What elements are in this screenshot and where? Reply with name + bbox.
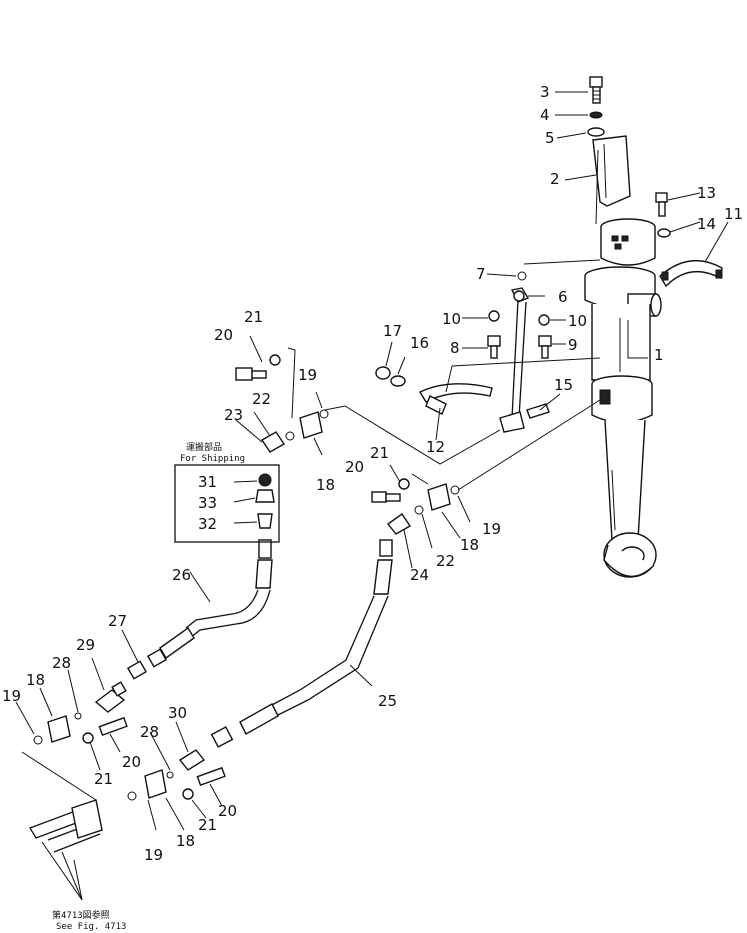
callout-19-bottom: 19 <box>144 846 163 864</box>
callout-20-upper: 20 <box>214 326 233 344</box>
clamp-bolt <box>655 192 671 238</box>
callout-25: 25 <box>378 692 397 710</box>
callout-2: 2 <box>550 170 560 188</box>
callout-6: 6 <box>558 288 568 306</box>
callout-21-upper: 21 <box>244 308 263 326</box>
callout-22-upper: 22 <box>252 390 271 408</box>
callout-16: 16 <box>410 334 429 352</box>
shipping-item-33: 33 <box>198 494 217 512</box>
callout-20-left: 20 <box>122 753 141 771</box>
callout-28-left: 28 <box>52 654 71 672</box>
shipping-title-jp: 運搬部品 <box>186 441 222 453</box>
adapter-30 <box>178 749 206 771</box>
callout-19-center: 19 <box>482 520 501 538</box>
callout-8: 8 <box>450 339 460 357</box>
callout-21-left: 21 <box>94 770 113 788</box>
callout-20-bottom: 20 <box>218 802 237 820</box>
callout-29: 29 <box>76 636 95 654</box>
pipe-tube <box>488 271 550 433</box>
callout-10-right: 10 <box>568 312 587 330</box>
bolt-8 <box>487 335 501 359</box>
callout-10-left: 10 <box>442 310 461 328</box>
hose-25 <box>210 539 393 748</box>
bracket-clamp <box>375 366 550 419</box>
callout-22-center: 22 <box>436 552 455 570</box>
pipe-to-fig-4713 <box>29 799 103 853</box>
leader-lines <box>15 91 729 901</box>
callout-18-bottom: 18 <box>176 832 195 850</box>
callout-labels: 1 2 3 4 5 6 7 8 9 10 10 11 12 13 14 15 1… <box>2 83 743 864</box>
callout-5: 5 <box>545 129 555 147</box>
callout-17: 17 <box>383 322 402 340</box>
flange-lower-center <box>371 478 460 535</box>
callout-1: 1 <box>654 346 664 364</box>
flange-upper-left <box>235 354 329 453</box>
flange-bottom-center <box>127 766 226 801</box>
reference-note-en: See Fig. 4713 <box>56 922 126 932</box>
flange-bottom-left <box>33 712 128 745</box>
callout-18-left: 18 <box>26 671 45 689</box>
callout-27: 27 <box>108 612 127 630</box>
clamp-band <box>659 259 723 288</box>
callout-21-bottom: 21 <box>198 816 217 834</box>
callout-11: 11 <box>724 205 743 223</box>
callout-28-bottom: 28 <box>140 723 159 741</box>
callout-24: 24 <box>410 566 429 584</box>
callout-26: 26 <box>172 566 191 584</box>
callout-12: 12 <box>426 438 445 456</box>
callout-15: 15 <box>554 376 573 394</box>
callout-18-upper: 18 <box>316 476 335 494</box>
callout-23: 23 <box>224 406 243 424</box>
reference-note-jp: 第4713図参照 <box>52 909 110 921</box>
callout-7: 7 <box>476 265 486 283</box>
top-bolt <box>587 76 605 137</box>
callout-30: 30 <box>168 704 187 722</box>
callout-14: 14 <box>697 215 716 233</box>
callout-18-center: 18 <box>460 536 479 554</box>
shipping-item-32: 32 <box>198 515 217 533</box>
cover-plate <box>592 135 631 225</box>
shipping-item-31: 31 <box>198 473 217 491</box>
callout-4: 4 <box>540 106 550 124</box>
callout-19-upper: 19 <box>298 366 317 384</box>
adapter-29 <box>94 681 127 713</box>
callout-19-left: 19 <box>2 687 21 705</box>
callout-9: 9 <box>568 336 578 354</box>
callout-3: 3 <box>540 83 550 101</box>
callout-20-center: 20 <box>345 458 364 476</box>
hose-26 <box>126 539 273 680</box>
callout-21-center: 21 <box>370 444 389 462</box>
shipping-parts-box: 運搬部品 For Shipping 31 33 32 <box>174 441 280 543</box>
callout-13: 13 <box>697 184 716 202</box>
hydraulic-cylinder <box>584 218 662 578</box>
shipping-title-en: For Shipping <box>180 454 245 464</box>
bolt-9 <box>538 335 552 359</box>
